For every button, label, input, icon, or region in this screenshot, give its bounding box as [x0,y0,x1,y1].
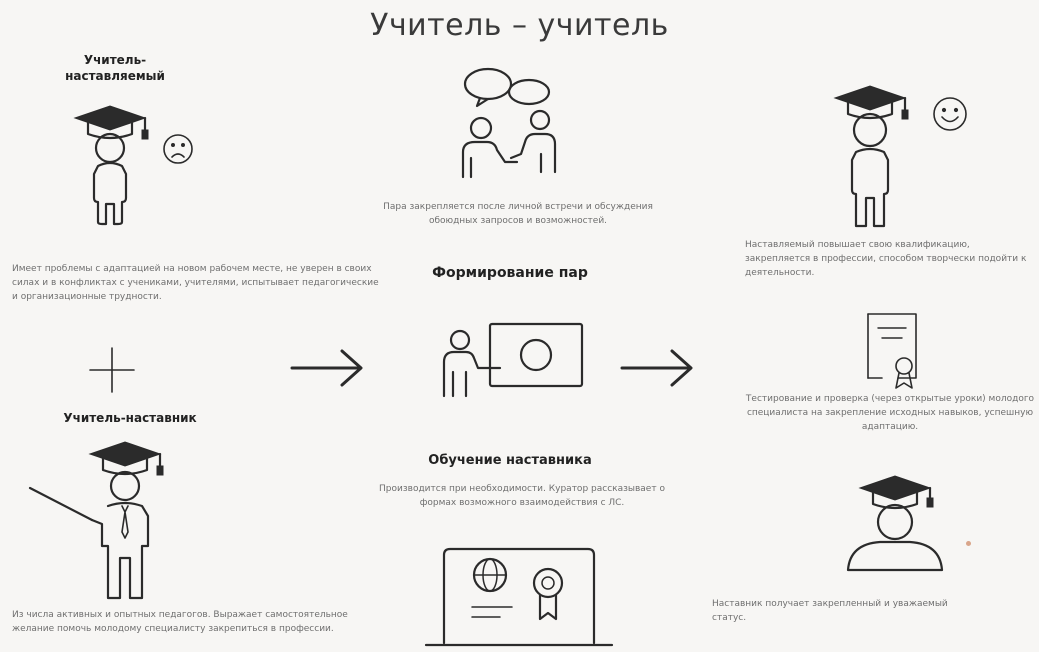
sad-face-icon [163,134,193,164]
training-description: Производится при необходимости. Куратор … [379,484,665,508]
laptop-certificate-icon [424,547,614,647]
mentor-figure-icon [28,441,164,600]
mentee-label: Учитель- наставляемый [65,53,165,83]
plus-icon [89,347,135,393]
pairing-description: Пара закрепляется после личной встречи и… [383,202,653,226]
result-test-description: Тестирование и проверка (через открытые … [745,394,1035,432]
happy-face-icon [933,97,967,131]
pairing-heading: Формирование пар [432,265,588,281]
presentation-board-icon [442,322,584,398]
mentor-description: Из числа активных и опытных педагогов. В… [12,610,348,634]
result-mentor-description: Наставник получает закрепленный и уважае… [712,599,948,623]
dialog-people-icon [461,67,557,179]
arrow-right-icon [620,349,693,387]
certificate-icon [867,313,917,389]
mentee-figure-icon [73,105,149,226]
arrow-right-icon [290,349,363,387]
mentor-avatar-icon [846,475,944,572]
mentor-label: Учитель-наставник [63,411,197,425]
result-mentee-description: Наставляемый повышает свою квалификацию,… [745,240,1027,278]
mentee-description: Имеет проблемы с адаптацией на новом раб… [12,264,379,302]
decorative-dot [966,541,971,546]
page-title: Учитель – учитель [370,8,669,43]
training-heading: Обучение наставника [428,453,592,468]
happy-mentee-figure-icon [833,85,909,228]
